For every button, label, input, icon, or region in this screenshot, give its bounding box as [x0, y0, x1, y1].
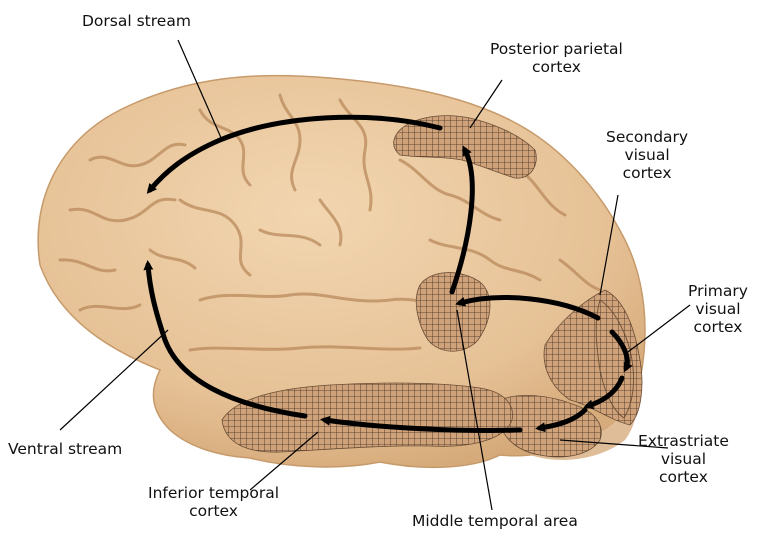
- label-dorsal-stream: Dorsal stream: [82, 12, 191, 30]
- label-posterior-parietal-cortex: Posterior parietal cortex: [490, 40, 623, 76]
- label-middle-temporal-area: Middle temporal area: [412, 512, 578, 530]
- label-inferior-temporal-cortex: Inferior temporal cortex: [148, 484, 279, 520]
- label-extrastriate-visual-cortex: Extrastriate visual cortex: [638, 432, 729, 486]
- label-primary-visual-cortex: Primary visual cortex: [688, 282, 748, 336]
- label-ventral-stream: Ventral stream: [8, 440, 122, 458]
- label-secondary-visual-cortex: Secondary visual cortex: [606, 128, 688, 182]
